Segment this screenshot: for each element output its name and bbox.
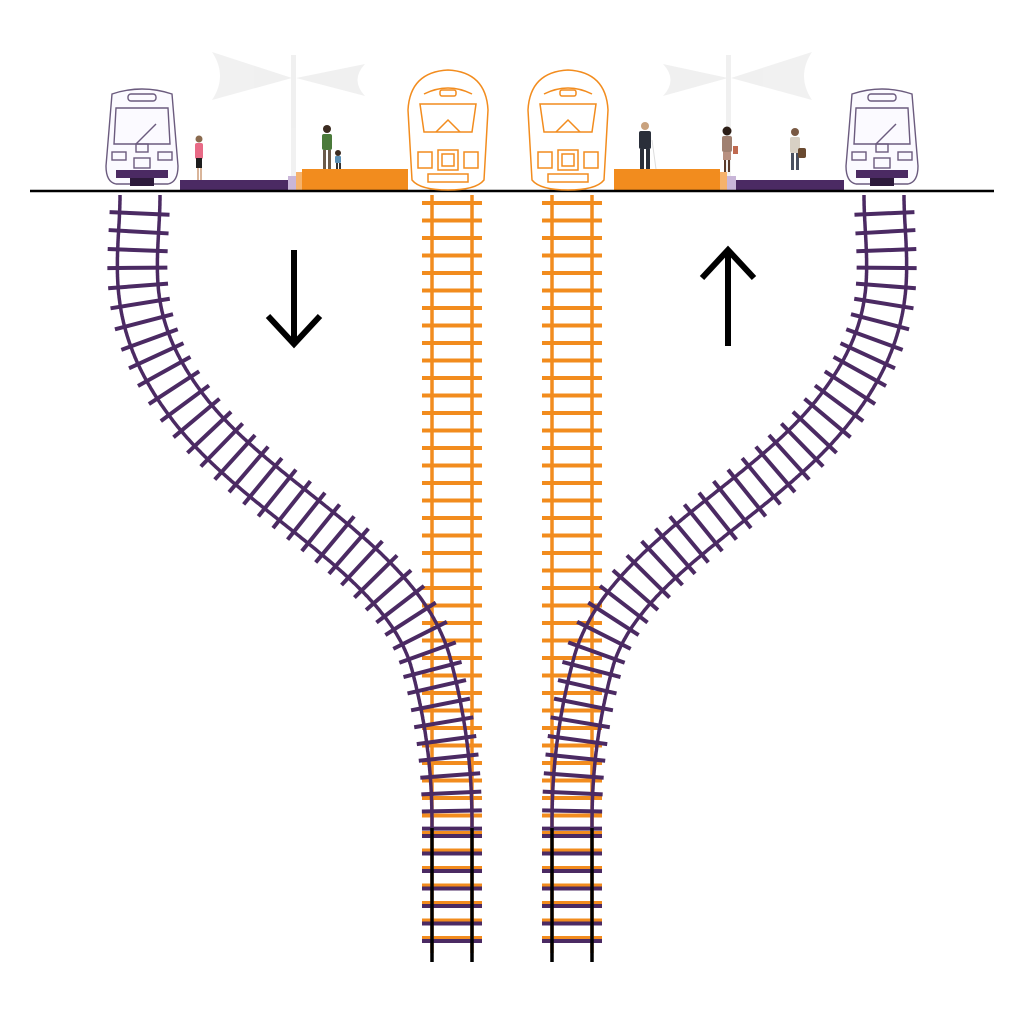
platform-step-left	[296, 172, 302, 190]
light-rail-train-icon	[106, 89, 178, 186]
arrow-down-icon	[268, 250, 320, 344]
shared-track-right	[542, 828, 602, 962]
pedestrian-icon	[722, 127, 738, 173]
heavy-rail-platform-right	[614, 169, 720, 190]
signal-mast-icon	[212, 52, 365, 180]
shared-track-left	[422, 828, 482, 962]
tracks-layer	[107, 195, 916, 962]
heavy-rail-platform-left	[302, 169, 408, 190]
light-rail-platform-right	[736, 180, 844, 190]
light-rail-train-icon	[846, 89, 918, 186]
light-rail-track-left-rail	[117, 195, 432, 830]
pedestrian-icon	[195, 136, 203, 181]
heavy-rail-train-icon	[408, 70, 488, 190]
traveler-with-luggage-icon	[790, 128, 806, 170]
platform-transition-right	[727, 176, 736, 190]
platform-transition-left	[288, 176, 296, 190]
adult-with-child-icon	[322, 125, 341, 169]
heavy-rail-train-icon	[528, 70, 608, 190]
pedestrian-icon	[639, 122, 656, 169]
light-rail-track-right-rail	[592, 195, 907, 830]
platform-step-right	[720, 172, 727, 190]
arrow-up-icon	[702, 250, 754, 346]
light-rail-platform-left	[180, 180, 288, 190]
signal-mast-icon	[663, 52, 812, 180]
